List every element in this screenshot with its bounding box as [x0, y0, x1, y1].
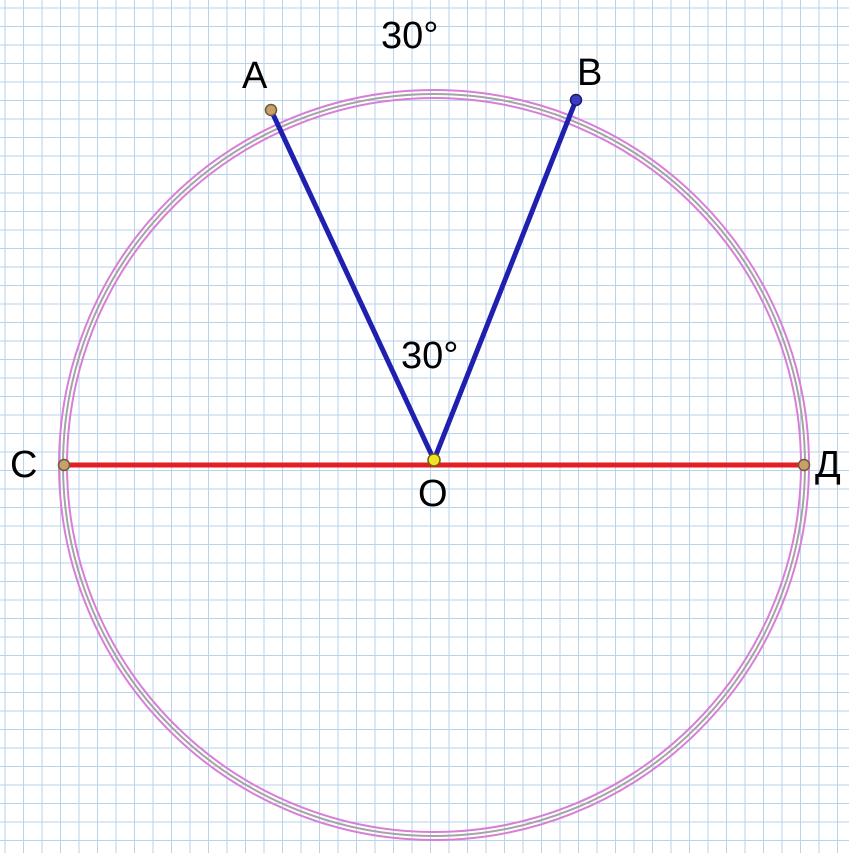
point-d-label: Д	[815, 444, 841, 486]
point-a	[264, 103, 278, 117]
point-o	[427, 453, 441, 467]
point-b	[569, 93, 583, 107]
arc-angle-label: 30°	[381, 15, 438, 57]
central-angle-label: 30°	[401, 335, 458, 377]
radius-oa	[268, 108, 437, 462]
point-d	[797, 458, 811, 472]
point-a-label: A	[242, 55, 268, 97]
point-o-label: O	[418, 473, 448, 515]
point-c	[57, 458, 71, 472]
radius-ob	[431, 99, 579, 461]
point-b-label: B	[577, 52, 602, 94]
point-c-label: C	[10, 444, 37, 486]
